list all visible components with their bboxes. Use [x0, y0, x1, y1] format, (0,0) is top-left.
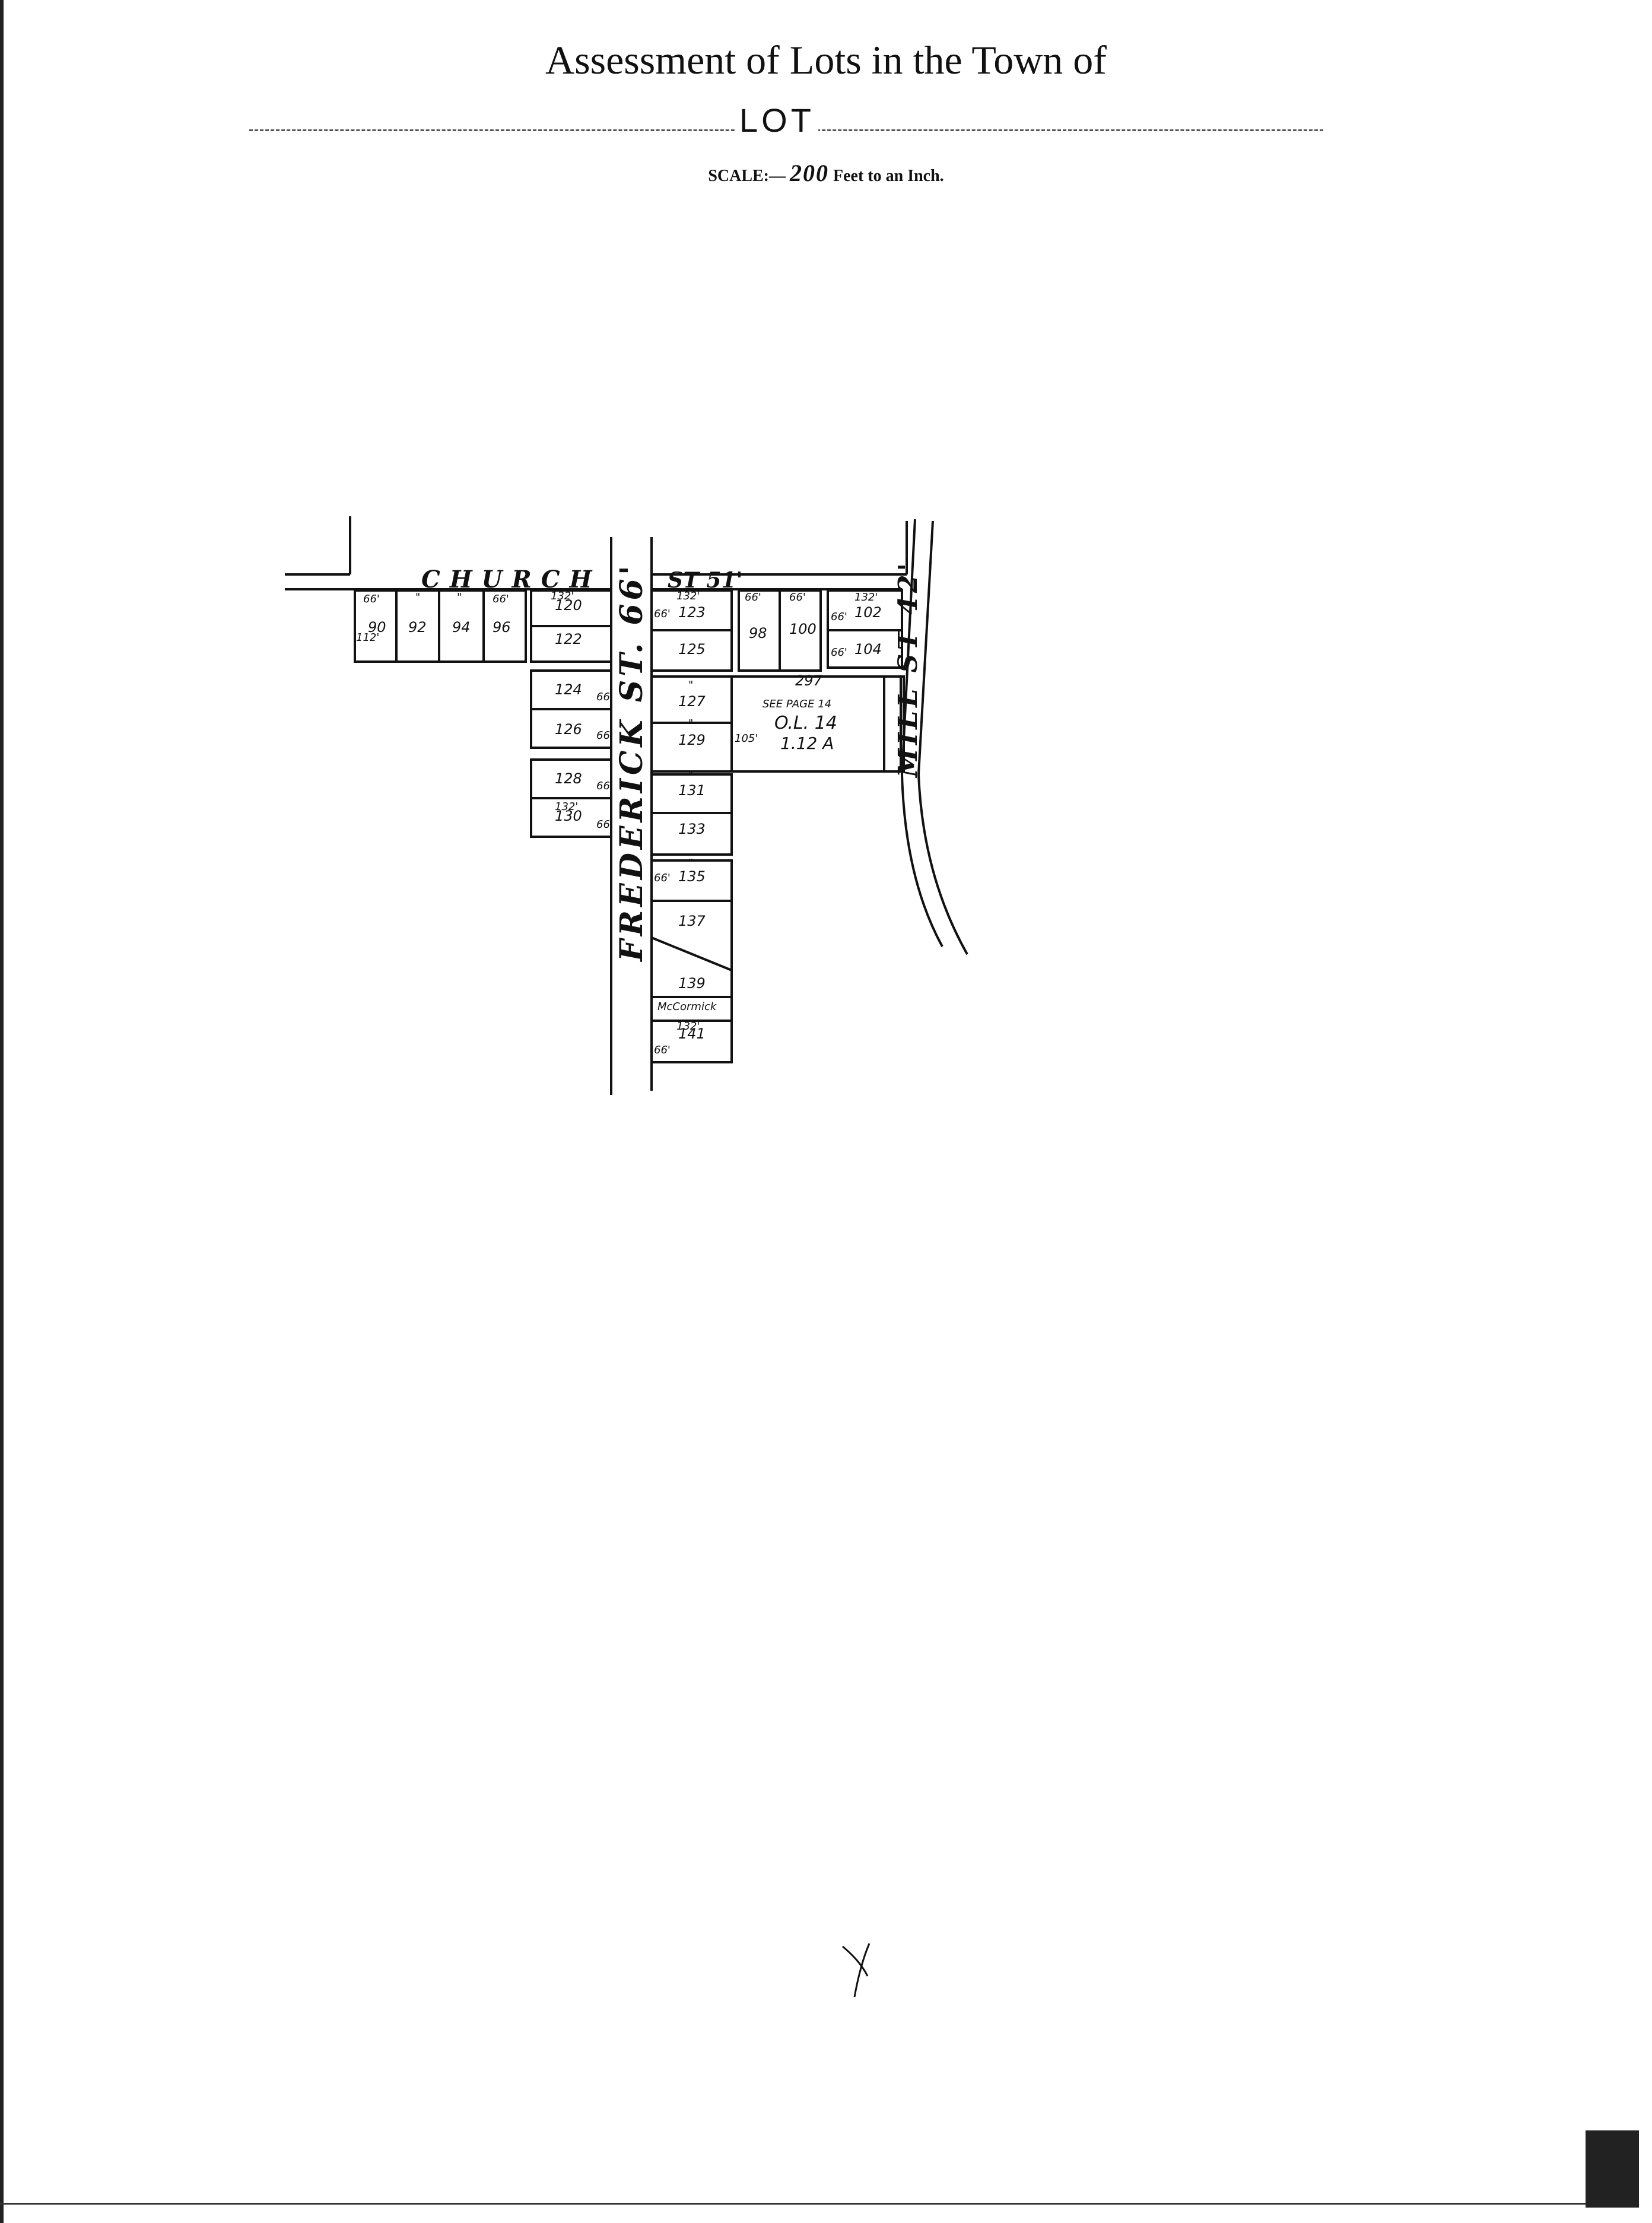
- lot-130: 130: [555, 808, 582, 824]
- block-lots-131-133: [650, 773, 733, 856]
- see-page-note: SEE PAGE 14: [763, 698, 831, 710]
- dimension-66: 66': [745, 591, 761, 604]
- corner-binding-mark: [1586, 2130, 1639, 2208]
- lot-94: 94: [452, 619, 471, 636]
- block-lot-297: [730, 675, 905, 773]
- scale-prefix: SCALE:—: [708, 167, 786, 185]
- scale-value: 200: [790, 160, 830, 186]
- lot-divider-diagonal: [651, 936, 732, 971]
- dimension-132: 132': [551, 590, 574, 602]
- page-edge: [0, 0, 4, 2223]
- lot-label: LOT: [736, 101, 818, 139]
- dimension-ditto: ": [688, 679, 693, 691]
- dimension-66: 66': [654, 608, 671, 620]
- church-street-label: CHURCH: [421, 566, 601, 593]
- lot-128: 128: [555, 770, 582, 787]
- acreage-label: 1.12 A: [780, 733, 834, 753]
- out-lot-label: O.L. 14: [774, 713, 837, 733]
- dimension-ditto: ": [688, 717, 693, 730]
- lot-90: 90: [368, 619, 386, 636]
- lot-104: 104: [854, 641, 882, 658]
- lot-127: 127: [678, 693, 706, 710]
- dimension-132: 132': [555, 801, 578, 813]
- scale-line: SCALE:— 200 Feet to an Inch.: [0, 159, 1652, 187]
- dimension-66: 66': [493, 593, 509, 605]
- dimension-ditto: ": [688, 769, 693, 782]
- lot-100: 100: [789, 621, 817, 637]
- lot-125: 125: [678, 641, 706, 658]
- dimension-66: 66': [654, 872, 671, 884]
- lot-126: 126: [555, 721, 582, 738]
- mill-st-west-line: [900, 519, 943, 947]
- lot-92: 92: [408, 619, 427, 636]
- dimension-66: 66': [363, 593, 380, 605]
- lot-120: 120: [555, 597, 582, 614]
- scale-suffix: Feet to an Inch.: [833, 167, 944, 185]
- dimension-105: 105': [735, 732, 758, 745]
- dimension-66: 66': [596, 780, 613, 792]
- dimension-132: 132': [676, 590, 700, 602]
- dimension-66: 66': [789, 591, 806, 604]
- block-lot-297-strip: [883, 675, 902, 773]
- lot-102: 102: [854, 604, 882, 621]
- dimension-66: 66': [654, 1044, 671, 1056]
- frederick-street-label: FREDERICK ST. 66': [614, 562, 650, 963]
- lot-133: 133: [678, 821, 706, 837]
- lot-137: 137: [678, 913, 706, 929]
- lot-123: 123: [678, 604, 706, 621]
- dimension-66: 66': [831, 611, 847, 623]
- lot-122: 122: [555, 631, 582, 647]
- dimension-132: 132': [854, 591, 878, 604]
- lot-139: 139: [678, 975, 706, 992]
- dimension-ditto: ": [688, 857, 693, 869]
- lot-96: 96: [493, 619, 511, 636]
- lot-141: 141: [678, 1025, 706, 1042]
- pen-mark: [842, 1943, 871, 1997]
- church-street-width-label: ST 51': [668, 568, 742, 593]
- block-lots-135-141: [650, 859, 733, 1063]
- page-title: Assessment of Lots in the Town of: [545, 37, 1107, 82]
- lot-124: 124: [555, 681, 582, 698]
- lot-297: 297: [795, 672, 823, 689]
- mill-st-east-line: [917, 520, 968, 955]
- dimension-66: 66': [831, 646, 847, 659]
- mill-street-label: MILL ST 42': [893, 560, 923, 779]
- dimension-66: 66': [596, 818, 613, 831]
- dimension-66: 66': [596, 691, 613, 703]
- mccormick-note: McCormick: [657, 1001, 717, 1013]
- dimension-ditto: ": [457, 591, 462, 604]
- lot-98: 98: [749, 625, 767, 642]
- lot-129: 129: [678, 732, 706, 748]
- lot-135: 135: [678, 868, 706, 885]
- dimension-112: 112': [356, 631, 379, 644]
- dimension-ditto: ": [415, 591, 420, 604]
- bottom-edge-rule: [0, 2203, 1638, 2205]
- dimension-66: 66': [596, 729, 613, 742]
- dimension-132: 132': [676, 1020, 700, 1033]
- lot-131: 131: [678, 782, 706, 799]
